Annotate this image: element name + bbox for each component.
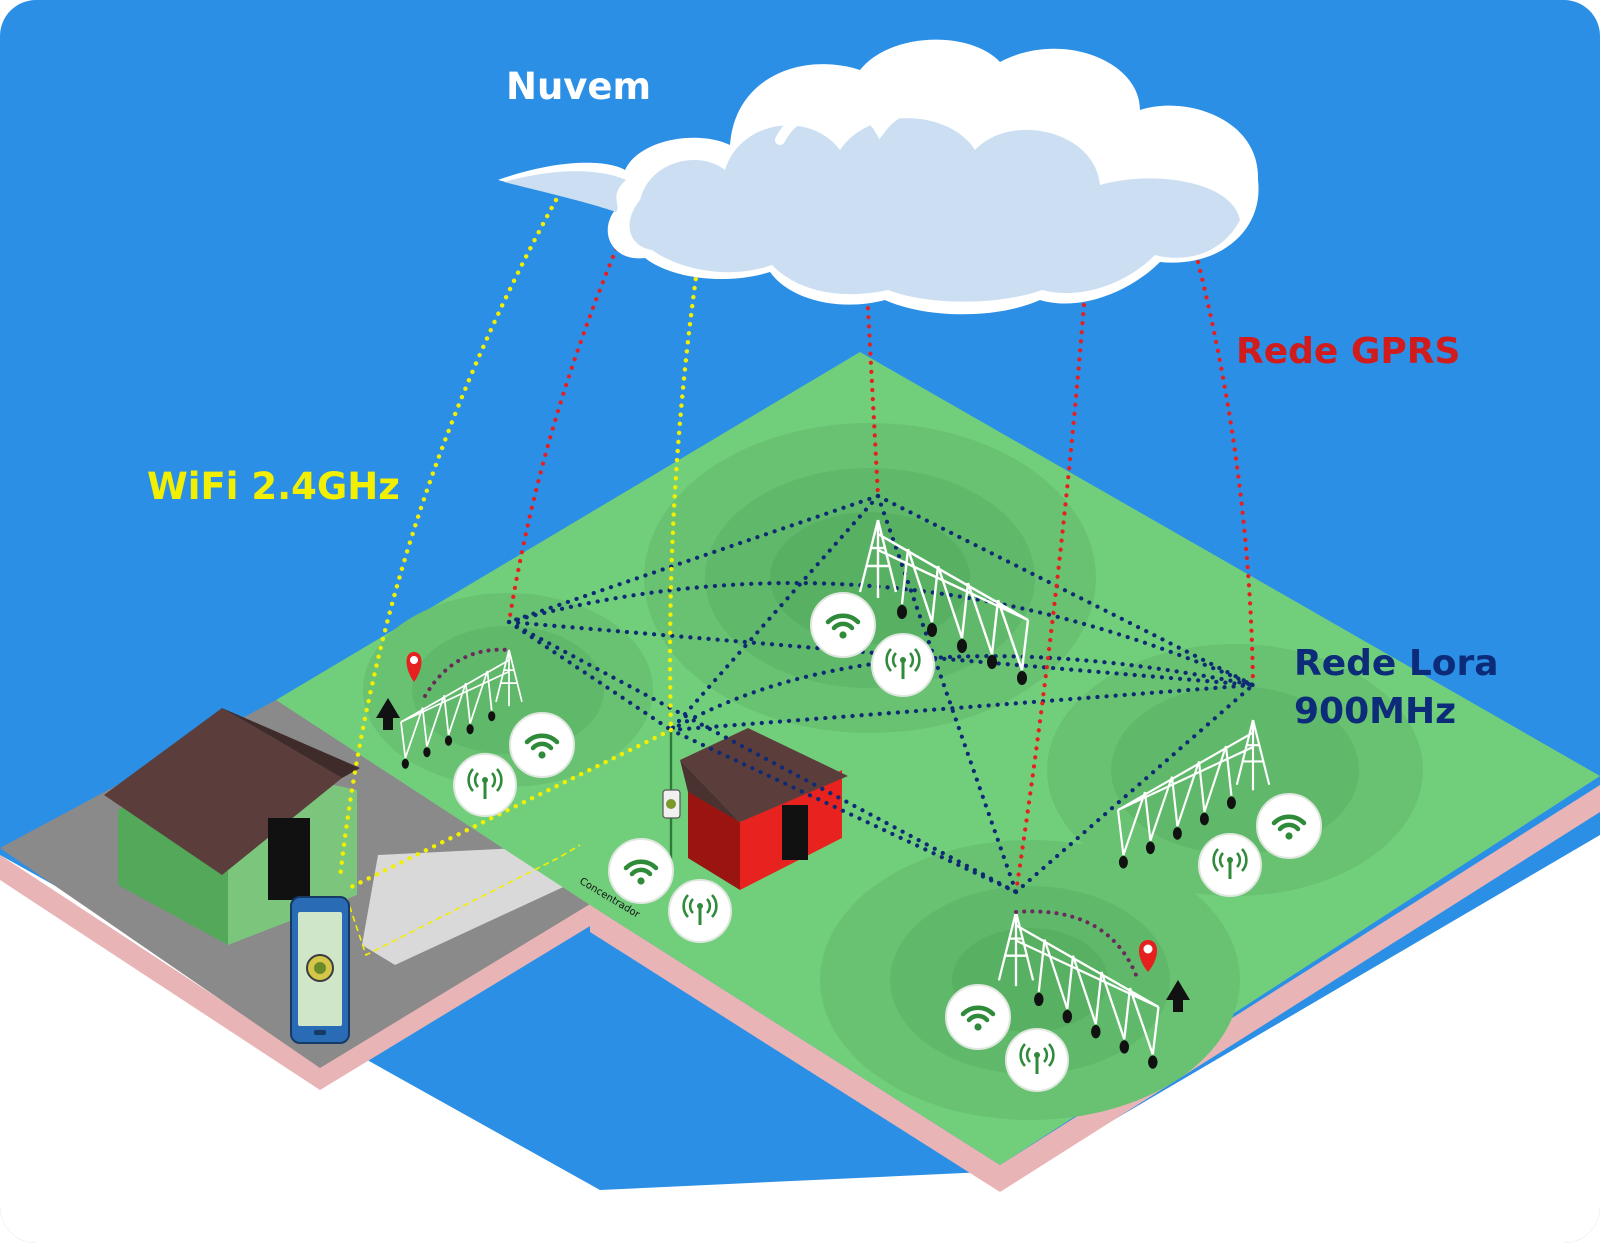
cloud-label: Nuvem xyxy=(506,65,652,108)
irrigation-field-rings xyxy=(363,423,1423,1120)
cloud-icon xyxy=(498,39,1259,315)
wifi-links xyxy=(337,197,700,893)
smartphone-icon xyxy=(290,896,350,1044)
yellow-ground-link xyxy=(339,844,581,957)
radio-antenna-badge-icon xyxy=(453,633,1262,1092)
wifi-badge-icon xyxy=(509,592,1322,1050)
ground-base xyxy=(0,352,1600,1243)
pivot-rotation-arcs xyxy=(423,647,1140,982)
gprs-network-label: Rede GPRS xyxy=(1236,331,1461,372)
direction-arrow-icon xyxy=(376,698,1190,1012)
gprs-links xyxy=(506,237,1256,895)
concentrator-pole xyxy=(662,730,681,872)
lora-label-line1: Rede Lora xyxy=(1294,643,1499,684)
lora-network-label: Rede Lora 900MHz xyxy=(1294,640,1499,736)
lora-label-line2: 900MHz xyxy=(1294,691,1457,732)
location-pin-icon xyxy=(406,652,1157,972)
house-icon xyxy=(104,708,360,945)
wifi-network-label: WiFi 2.4GHz xyxy=(147,465,400,508)
